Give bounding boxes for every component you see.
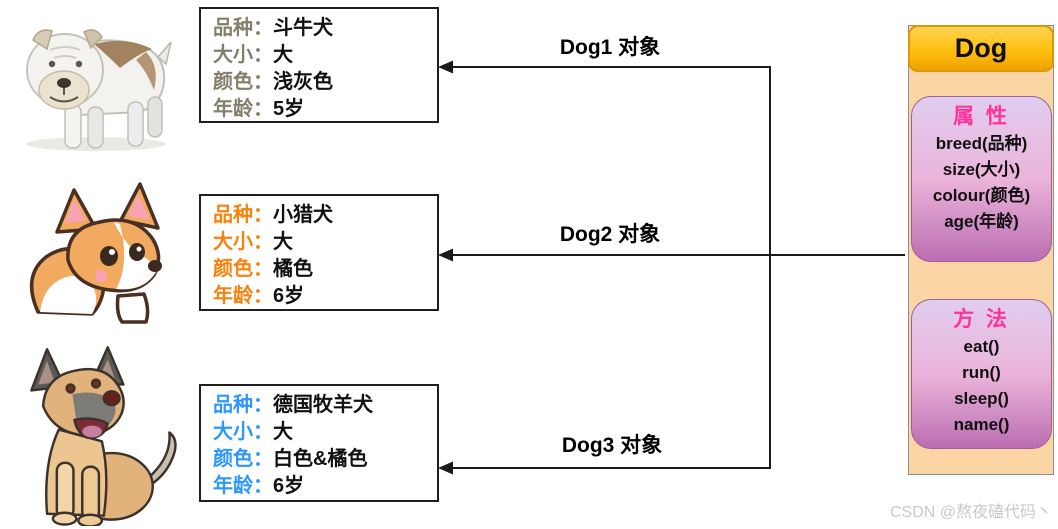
field-separator: ：	[253, 285, 273, 307]
arrowhead-dog1	[438, 60, 453, 74]
corgi-puppy-image	[29, 182, 162, 324]
field-separator: ：	[253, 448, 273, 470]
field-value: 5岁	[273, 98, 305, 120]
dog1-arrow-label: Dog1 对象	[559, 36, 661, 59]
method-item: sleep()	[954, 389, 1009, 408]
method-item: run()	[962, 363, 1001, 382]
field-separator: ：	[253, 421, 273, 443]
info-row: 品种：小猎犬	[213, 202, 437, 229]
dog2-info-box: 品种：小猎犬 大小：大 颜色：橘色 年龄：6岁	[199, 194, 439, 311]
field-separator: ：	[253, 394, 273, 416]
dog1-info-box: 品种：斗牛犬 大小：大 颜色：浅灰色 年龄：5岁	[199, 7, 439, 123]
info-row: 颜色：浅灰色	[213, 69, 437, 96]
field-label: 颜色	[213, 71, 253, 93]
field-value: 6岁	[273, 285, 305, 307]
info-row: 大小：大	[213, 419, 437, 446]
dog3-arrow-label: Dog3 对象	[561, 434, 663, 457]
field-separator: ：	[253, 258, 273, 280]
dog-class-title: Dog	[908, 25, 1054, 72]
arrowhead-dog3	[438, 461, 453, 475]
field-label: 颜色	[213, 258, 253, 280]
info-row: 大小：大	[213, 42, 437, 69]
field-separator: ：	[253, 44, 273, 66]
info-row: 品种：德国牧羊犬	[213, 392, 437, 419]
method-item: eat()	[963, 337, 1000, 356]
attribute-item: age(年龄)	[944, 212, 1019, 231]
field-label: 颜色	[213, 448, 253, 470]
field-value: 大	[273, 421, 293, 443]
field-separator: ：	[253, 475, 273, 497]
csdn-watermark: CSDN @熬夜磕代码丶	[889, 504, 1052, 521]
method-item: name()	[953, 415, 1010, 434]
field-value: 6岁	[273, 475, 305, 497]
attributes-heading: 属 性	[953, 105, 1010, 128]
methods-heading: 方 法	[953, 308, 1010, 331]
field-separator: ：	[253, 231, 273, 253]
field-label: 年龄	[213, 285, 253, 307]
field-value: 大	[273, 231, 293, 253]
dog2-arrow-label: Dog2 对象	[559, 223, 661, 246]
field-label: 大小	[213, 44, 253, 66]
bulldog-image	[26, 29, 172, 151]
field-separator: ：	[253, 98, 273, 120]
info-row: 年龄：5岁	[213, 96, 437, 123]
field-label: 大小	[213, 231, 253, 253]
methods-section: 方 法 eat() run() sleep() name()	[911, 299, 1052, 449]
dog3-info-box: 品种：德国牧羊犬 大小：大 颜色：白色&橘色 年龄：6岁	[199, 384, 439, 502]
info-row: 年龄：6岁	[213, 473, 437, 500]
field-separator: ：	[253, 17, 273, 39]
field-label: 大小	[213, 421, 253, 443]
attributes-section: 属 性 breed(品种) size(大小) colour(颜色) age(年龄…	[911, 96, 1052, 262]
german-shepherd-image	[30, 346, 177, 526]
info-row: 年龄：6岁	[213, 283, 437, 310]
field-label: 年龄	[213, 475, 253, 497]
info-row: 颜色：白色&橘色	[213, 446, 437, 473]
field-label: 品种	[213, 17, 253, 39]
field-value: 浅灰色	[273, 71, 333, 93]
field-label: 品种	[213, 204, 253, 226]
info-row: 颜色：橘色	[213, 256, 437, 283]
field-separator: ：	[253, 71, 273, 93]
arrowhead-dog2	[438, 248, 453, 262]
field-value: 小猎犬	[273, 204, 333, 226]
info-row: 大小：大	[213, 229, 437, 256]
field-value: 斗牛犬	[273, 17, 333, 39]
info-row: 品种：斗牛犬	[213, 15, 437, 42]
attribute-item: size(大小)	[942, 160, 1021, 179]
attribute-item: colour(颜色)	[932, 186, 1031, 205]
field-value: 白色&橘色	[273, 448, 368, 470]
field-label: 品种	[213, 394, 253, 416]
attribute-item: breed(品种)	[935, 134, 1028, 153]
field-value: 大	[273, 44, 293, 66]
field-value: 橘色	[273, 258, 313, 280]
field-value: 德国牧羊犬	[273, 394, 373, 416]
field-separator: ：	[253, 204, 273, 226]
field-label: 年龄	[213, 98, 253, 120]
